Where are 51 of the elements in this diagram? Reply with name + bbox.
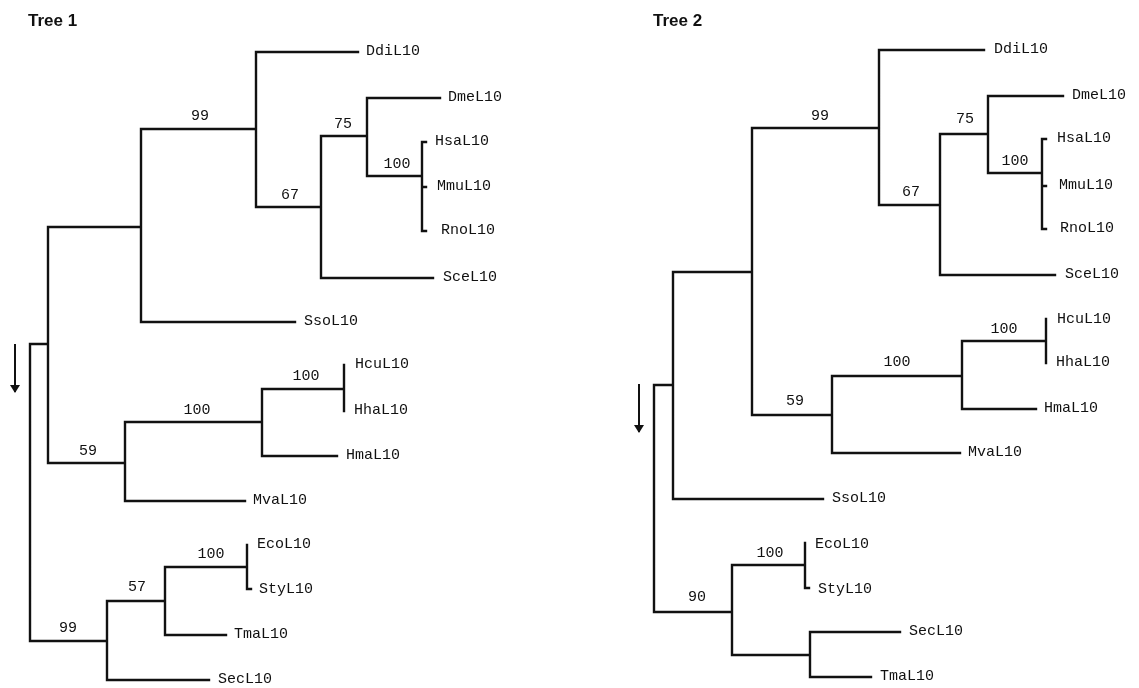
- bootstrap-value: 99: [811, 109, 829, 124]
- taxon-label: HcuL10: [1057, 312, 1111, 327]
- bootstrap-value: 100: [990, 322, 1018, 337]
- bootstrap-value: 99: [191, 109, 209, 124]
- bootstrap-value: 100: [1001, 154, 1029, 169]
- bootstrap-value: 100: [383, 157, 411, 172]
- taxon-label: SsoL10: [832, 491, 886, 506]
- taxon-label: MmuL10: [437, 179, 491, 194]
- taxon-label: HmaL10: [346, 448, 400, 463]
- taxon-label: DdiL10: [366, 44, 420, 59]
- taxon-label: DmeL10: [1072, 88, 1126, 103]
- taxon-label: HhaL10: [354, 403, 408, 418]
- taxon-label: DdiL10: [994, 42, 1048, 57]
- taxon-label: HsaL10: [1057, 131, 1111, 146]
- taxon-label: SecL10: [218, 672, 272, 687]
- taxon-label: SceL10: [443, 270, 497, 285]
- taxon-label: StyL10: [259, 582, 313, 597]
- bootstrap-value: 100: [883, 355, 911, 370]
- bootstrap-value: 67: [281, 188, 299, 203]
- bootstrap-value: 59: [79, 444, 97, 459]
- taxon-label: StyL10: [818, 582, 872, 597]
- panel-title: Tree 2: [653, 12, 703, 29]
- bootstrap-value: 99: [59, 621, 77, 636]
- bootstrap-value: 100: [756, 546, 784, 561]
- bootstrap-value: 57: [128, 580, 146, 595]
- taxon-label: EcoL10: [815, 537, 869, 552]
- taxon-label: HmaL10: [1044, 401, 1098, 416]
- taxon-label: MvaL10: [253, 493, 307, 508]
- bootstrap-value: 100: [197, 547, 225, 562]
- taxon-label: TmaL10: [880, 669, 934, 684]
- taxon-label: EcoL10: [257, 537, 311, 552]
- taxon-label: SceL10: [1065, 267, 1119, 282]
- taxon-label: SsoL10: [304, 314, 358, 329]
- bootstrap-value: 67: [902, 185, 920, 200]
- taxon-label: RnoL10: [441, 223, 495, 238]
- taxon-label: HhaL10: [1056, 355, 1110, 370]
- taxon-label: RnoL10: [1060, 221, 1114, 236]
- taxon-label: HsaL10: [435, 134, 489, 149]
- taxon-label: MmuL10: [1059, 178, 1113, 193]
- taxon-label: DmeL10: [448, 90, 502, 105]
- taxon-label: SecL10: [909, 624, 963, 639]
- taxon-label: MvaL10: [968, 445, 1022, 460]
- taxon-label: HcuL10: [355, 357, 409, 372]
- bootstrap-value: 100: [292, 369, 320, 384]
- bootstrap-value: 90: [688, 590, 706, 605]
- bootstrap-value: 75: [334, 117, 352, 132]
- bootstrap-value: 59: [786, 394, 804, 409]
- bootstrap-value: 75: [956, 112, 974, 127]
- taxon-label: TmaL10: [234, 627, 288, 642]
- panel-title: Tree 1: [28, 12, 78, 29]
- bootstrap-value: 100: [183, 403, 211, 418]
